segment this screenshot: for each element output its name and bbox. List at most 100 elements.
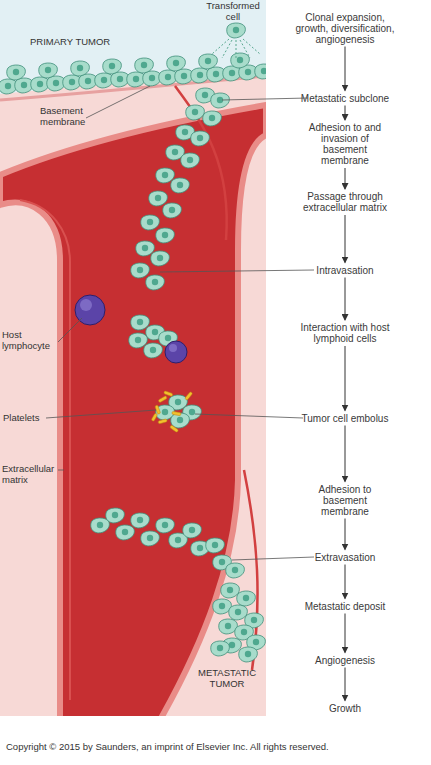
metastatic-deposit-cells (221, 583, 240, 598)
step-label: Metastatic deposit (300, 601, 390, 612)
transformed-cell (212, 23, 260, 58)
metastatic-subclone-cells (141, 215, 160, 230)
step-text: Passage through extracellular matrix (300, 191, 390, 213)
metastatic-subclone-cells (151, 251, 170, 266)
metastatic-deposit-cells (239, 647, 258, 662)
tumor-cell (231, 53, 250, 68)
flow-arrow (345, 565, 346, 599)
transformed-cell (212, 39, 260, 58)
step-label: Extravasation (300, 552, 390, 563)
metastatic-subclone-cells (131, 263, 150, 278)
part-label: PRIMARY TUMOR (30, 37, 140, 48)
transformed-cell (227, 23, 246, 38)
metastatic-deposit-cells (229, 605, 248, 620)
metastatic-subclone-cells (146, 275, 165, 290)
metastatic-deposit-cells (211, 641, 230, 656)
lymphocyte (80, 299, 92, 311)
tumor-cluster (165, 341, 187, 363)
tumor-cell (199, 54, 218, 69)
step-label: Passage through extracellular matrix (300, 191, 390, 213)
tumor-cell (167, 56, 186, 71)
step-text: Metastatic deposit (300, 601, 390, 612)
tumor-embolus (158, 419, 167, 424)
tumor-cell (71, 61, 90, 76)
leader-line (46, 410, 156, 418)
tumor-cell (103, 59, 122, 74)
leader-line (58, 318, 82, 342)
flow-arrow (345, 426, 346, 482)
metastatic-subclone-cells (149, 191, 168, 206)
flow-arrow (345, 614, 346, 653)
leader-line (160, 270, 314, 272)
tumor-cell (255, 64, 266, 79)
step-label: Tumor cell embolus (300, 413, 390, 424)
flow-arrow (345, 278, 346, 321)
tumor-cluster (129, 315, 187, 363)
step-label: Adhesion to and invasion of basement mem… (300, 122, 390, 166)
step-text: Angiogenesis (300, 655, 390, 666)
step-text: Clonal expansion, growth, diversificatio… (289, 12, 401, 45)
metastatic-subclone-cells (163, 203, 182, 218)
extravasating-cells (116, 525, 135, 540)
extravasating-cells (106, 508, 125, 523)
illustration-area (0, 0, 266, 716)
part-label: Basement membrane (40, 106, 90, 127)
metastatic-subclone-cells (186, 105, 205, 120)
step-text: Metastatic subclone (300, 93, 390, 104)
step-label: Intravasation (300, 265, 390, 276)
tumor-cell (135, 58, 154, 73)
step-text: Intravasation (300, 265, 390, 276)
extravasating-cells (131, 513, 150, 528)
extravasating-cells (141, 531, 160, 546)
tumor-cluster (169, 344, 177, 352)
tumor-embolus (151, 413, 158, 421)
leader-line (222, 98, 308, 100)
step-text: Adhesion to basement membrane (305, 484, 385, 517)
flow-arrow (345, 346, 346, 411)
metastatic-subclone-cells (131, 88, 230, 290)
flow-arrow (345, 168, 346, 189)
leader-line (46, 86, 314, 560)
extravasating-cells (206, 538, 225, 553)
vessel-highlight (20, 200, 70, 700)
metastatic-subclone-cells (211, 93, 230, 108)
tumor-embolus (170, 425, 179, 433)
step-text: Adhesion to and invasion of basement mem… (300, 122, 390, 166)
metastatic-subclone-cells (203, 111, 222, 126)
leader-line (195, 414, 303, 418)
tumor-cell (7, 65, 26, 80)
tumor-embolus (151, 391, 201, 433)
extravasating-cells (183, 523, 202, 538)
step-label: Angiogenesis (300, 655, 390, 666)
capillary (175, 86, 227, 240)
step-label: Metastatic subclone (300, 93, 390, 104)
extravasating-cells (91, 508, 245, 578)
extravasating-cells (156, 518, 175, 533)
flow-arrow (345, 47, 346, 91)
part-label: Platelets (3, 413, 47, 424)
tumor-embolus (172, 411, 181, 416)
metastatic-subclone-cells (181, 153, 200, 168)
metastatic-subclone-cells (156, 228, 175, 243)
flow-arrow (345, 215, 346, 263)
step-label: Adhesion to basement membrane (305, 484, 385, 517)
part-label: Extracellular matrix (2, 464, 58, 485)
step-label: Clonal expansion, growth, diversificatio… (289, 12, 401, 45)
tumor-tissue (0, 0, 266, 94)
leader-line (232, 557, 314, 560)
metastatic-subclone-cells (171, 178, 190, 193)
step-text: Interaction with host lymphoid cells (300, 322, 390, 344)
step-text: Tumor cell embolus (300, 413, 390, 424)
metastatic-deposit-cells (211, 583, 266, 662)
part-label: Host lymphocyte (2, 330, 58, 351)
tumor-embolus (158, 396, 167, 403)
tumor-embolus (164, 391, 173, 397)
flow-arrow (345, 519, 346, 550)
extravasating-cells (226, 563, 245, 578)
step-text: Growth (300, 703, 390, 714)
step-label: Interaction with host lymphoid cells (300, 322, 390, 344)
extravasating-cells (91, 518, 110, 533)
tumor-cell (0, 53, 266, 94)
copyright-caption: Copyright © 2015 by Saunders, an imprint… (6, 741, 431, 752)
